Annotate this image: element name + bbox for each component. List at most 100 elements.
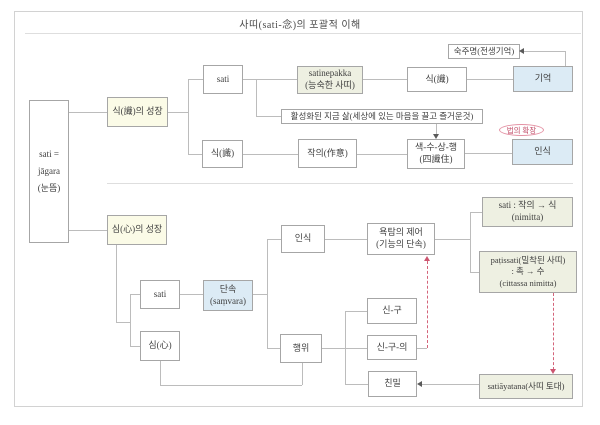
connector-line (267, 239, 281, 240)
node-text: : 촉 → 수 (511, 266, 545, 277)
node-text: 인식 (294, 233, 312, 244)
node-text: jāgara (38, 165, 60, 176)
arrow-up-red-icon (424, 256, 430, 261)
node-text: 기억 (534, 73, 552, 84)
node-text: (cittassa nimitta) (499, 277, 557, 288)
node-text: 작의(作意) (307, 147, 348, 158)
arrow-left-icon (519, 48, 524, 54)
connector-line (363, 79, 407, 80)
node-text: 친밀 (384, 378, 401, 389)
connector-line (253, 294, 267, 295)
connector-line (160, 385, 302, 386)
node-perception-top: 인식 (512, 139, 573, 165)
connector-line (345, 311, 367, 312)
connector-line (467, 79, 513, 80)
node-patissati: paṭissati(밀착된 사띠) : 촉 → 수 (cittassa nimi… (479, 251, 577, 293)
node-vijnana-left: 식(識) (202, 140, 243, 168)
connector-line (436, 124, 437, 135)
node-text: 신-구-의 (376, 341, 408, 352)
node-satiayatana: satiāyatana(사띠 토대) (479, 374, 573, 399)
node-text: 욕탐의 제어 (379, 227, 423, 238)
node-restraint: 단속 (saṃvara) (203, 280, 253, 311)
node-text: (능숙한 사띠) (305, 80, 355, 90)
node-sati-nimitta: sati : 작의 → 식 (nimitta) (482, 197, 573, 227)
arrow-down-icon (433, 134, 439, 139)
connector-line (267, 239, 268, 348)
node-four-stations: 색-수-상-행 (四識住) (407, 139, 465, 169)
node-memory: 기억 (513, 66, 573, 92)
node-text: 인식 (534, 146, 551, 157)
node-body-speech-mind: 신-구-의 (367, 335, 417, 360)
node-text: 심(心) (148, 340, 172, 351)
connector-line (322, 348, 367, 349)
node-text: sati : 작의 → 식 (498, 200, 557, 211)
connector-line (470, 212, 471, 272)
node-text: (四識住) (419, 154, 453, 164)
node-text: (nimitta) (511, 212, 544, 222)
connector-line (465, 153, 512, 154)
node-text: paṭissati(밀착된 사띠) (490, 255, 566, 266)
arrow-down-red-icon (550, 369, 556, 374)
node-text: 행위 (292, 342, 310, 353)
section-divider (107, 183, 573, 184)
node-text: 식(識) (210, 148, 235, 159)
feedback-line-dashed (427, 261, 428, 348)
node-intimacy: 친밀 (368, 371, 417, 397)
connector-line (325, 239, 367, 240)
node-attention: 작의(作意) (298, 139, 357, 168)
connector-line (188, 79, 203, 80)
connector-line (524, 51, 565, 52)
diagram-title: 사띠(sati-念)의 포괄적 이해 (239, 20, 361, 31)
connector-line (116, 245, 117, 322)
node-activated-life: 활성화된 지금 삶(세상에 있는 마음을 끌고 즐거운것) (281, 109, 483, 124)
node-text: sati (153, 288, 167, 299)
connector-line (435, 239, 470, 240)
connector-line (69, 230, 107, 231)
node-text: 신-구 (382, 305, 402, 316)
node-text: 식(識)의 성장 (112, 106, 163, 117)
connector-line (267, 348, 280, 349)
node-text: 식(識) (425, 73, 449, 84)
node-text: 활성화된 지금 삶(세상에 있는 마음을 끌고 즐거운것) (290, 110, 474, 121)
connector-line (188, 154, 202, 155)
connector-line (302, 363, 303, 385)
node-text: 숙주명(전생기억) (453, 45, 515, 56)
connector-line (345, 384, 368, 385)
node-vijnana-growth: 식(識)의 성장 (107, 97, 168, 127)
connector-line (256, 116, 281, 117)
node-behavior: 행위 (280, 334, 322, 363)
connector-line (69, 112, 107, 113)
connector-line (565, 51, 566, 66)
connector-line (160, 361, 161, 385)
node-past-life-memory: 숙주명(전생기억) (448, 44, 520, 59)
node-mind: 심(心) (140, 331, 180, 361)
connector-line (188, 79, 189, 154)
connector-line (256, 79, 257, 116)
connector-line (422, 384, 479, 385)
node-sati-bottom: sati (140, 280, 180, 309)
node-text: satiāyatana(사띠 토대) (487, 380, 565, 391)
connector-line (116, 322, 130, 323)
node-perception-bottom: 인식 (281, 225, 325, 253)
node-desire-control: 욕탐의 제어 (기능의 단속) (367, 223, 435, 255)
connector-line (470, 272, 479, 273)
node-text: sati = (39, 148, 59, 159)
connector-line (180, 294, 203, 295)
node-satinepakka: satinepakka (능숙한 사띠) (297, 66, 363, 94)
node-text: 단속 (219, 283, 237, 294)
connector-line (168, 112, 188, 113)
connector-line (243, 79, 297, 80)
connector-line (345, 311, 346, 384)
node-body-speech: 신-구 (367, 298, 417, 324)
node-text: (기능의 단속) (376, 239, 426, 249)
connector-line (470, 212, 482, 213)
node-text: 색-수-상-행 (414, 142, 458, 153)
feedback-line-dashed (553, 293, 554, 370)
connector-line (130, 294, 140, 295)
connector-line (243, 154, 298, 155)
node-text: 심(心)의 성장 (111, 224, 163, 235)
connector-line (357, 154, 407, 155)
node-text: sati (216, 73, 230, 84)
outer-border (14, 11, 583, 407)
